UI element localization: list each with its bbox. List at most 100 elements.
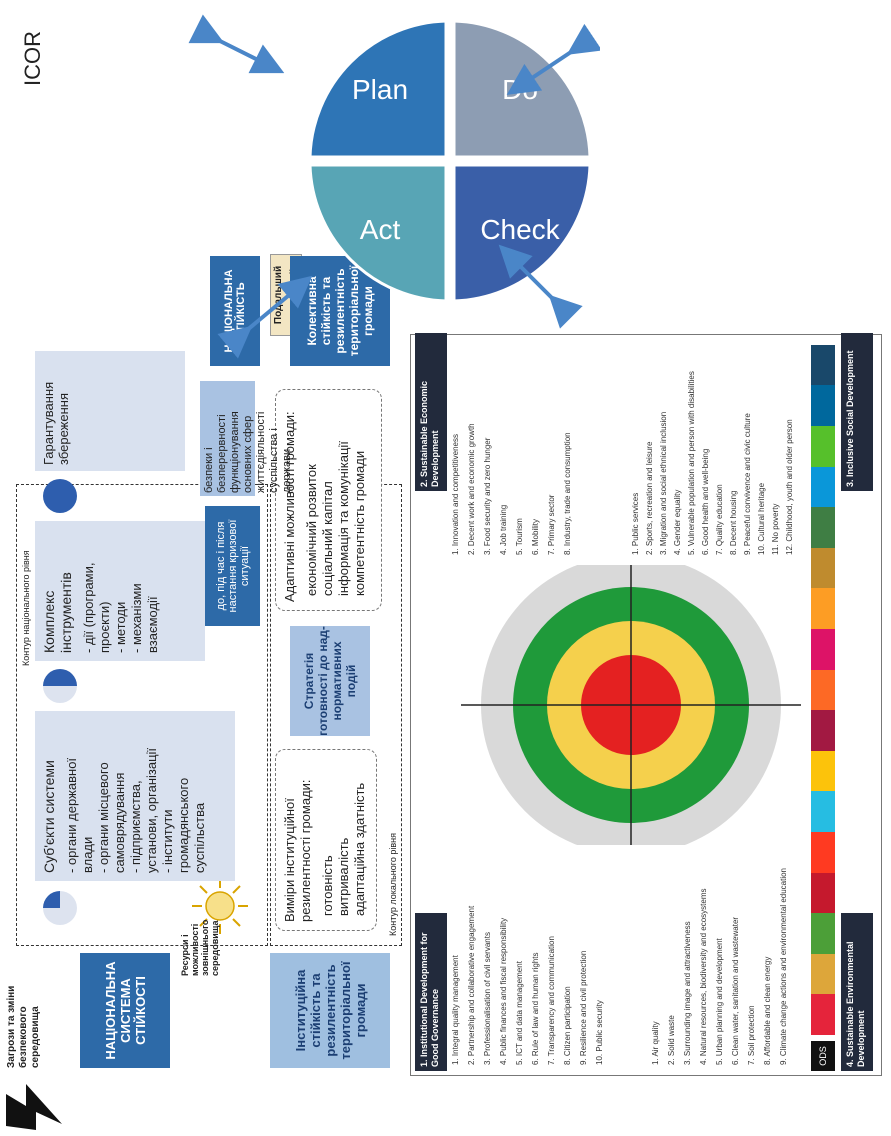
sdg-goal-tile bbox=[811, 344, 835, 386]
adaptive-item: компетентність громади bbox=[352, 450, 367, 596]
ring-label: 2. Solid waste bbox=[667, 1015, 676, 1065]
ring-label: 3. Surrounding image and attractiveness bbox=[683, 921, 692, 1065]
ring-label: 10. Cultural heritage bbox=[757, 482, 766, 555]
category-economic: 2. Sustainable Economic Development bbox=[415, 333, 447, 491]
ring-label: 2. Decent work and economic growth bbox=[467, 423, 476, 555]
sdg-goal-tile bbox=[811, 588, 835, 630]
quarter-circle-icon bbox=[43, 891, 77, 925]
sdg-goal-tile bbox=[811, 791, 835, 833]
sdg-goal-tile bbox=[811, 466, 835, 508]
sdg-goal-tile bbox=[811, 547, 835, 589]
ring-label: 6. Clean water, sanitation and wastewate… bbox=[731, 916, 740, 1065]
category-governance: 1. Institutional Development for Good Go… bbox=[415, 913, 447, 1071]
ring-label: 1. Air quality bbox=[651, 1021, 660, 1065]
ods-label: ODS bbox=[811, 1041, 835, 1071]
ring-label: 4. Job training bbox=[499, 504, 508, 555]
plan-label: Plan bbox=[352, 74, 408, 105]
ring-label: 7. Quality education bbox=[715, 484, 724, 555]
instruments-box: Комплекс інструментів - дії (програми, п… bbox=[35, 521, 205, 661]
ring-label: 4. Gender equality bbox=[673, 489, 682, 555]
ring-label: 6. Good health and well-being bbox=[701, 448, 710, 555]
local-contour-label: Контур локального рівня bbox=[388, 833, 398, 936]
subject-item: - підприємства, установи, організації bbox=[128, 747, 159, 873]
measures-box: Виміри інституційної резилентності грома… bbox=[275, 749, 377, 931]
adaptive-item: соціальний капітал bbox=[320, 481, 335, 596]
guarantee-box: Гарантування збереження bbox=[35, 351, 185, 471]
ring-label: 2. Sports, recreation and leisure bbox=[645, 441, 654, 555]
ring-label: 8. Affordable and clean energy bbox=[763, 956, 772, 1065]
ring-label: 5. Urban planning and development bbox=[715, 938, 724, 1065]
ring-label: 11. No poverty bbox=[771, 503, 780, 555]
measures-title: Виміри інституційної резилентності грома… bbox=[282, 779, 313, 922]
instrument-item: - дії (програми, проєкти) bbox=[81, 562, 112, 653]
sdg-goal-tile bbox=[811, 385, 835, 427]
half-circle-icon bbox=[43, 669, 77, 703]
icor-title: ICOR bbox=[20, 31, 45, 86]
sdg-wheel-panel: 1. Institutional Development for Good Go… bbox=[410, 333, 882, 1076]
act-quadrant bbox=[308, 163, 448, 303]
sdg-goal-tile bbox=[811, 669, 835, 711]
act-label: Act bbox=[360, 214, 401, 245]
subjects-list: - органи державної влади - органи місцев… bbox=[64, 711, 208, 881]
ring-label: 3. Food security and zero hunger bbox=[483, 437, 492, 555]
ring-label: 8. Citizen participation bbox=[563, 986, 572, 1065]
sdg-goal-tile bbox=[811, 994, 835, 1035]
ring-label: 9. Resilience and civil protection bbox=[579, 950, 588, 1065]
sdg-goal-tile bbox=[811, 872, 835, 914]
sdg-rings bbox=[461, 565, 801, 845]
subjects-box: Суб'єкти системи - органи державної влад… bbox=[35, 711, 235, 881]
ring-label: 4. Public finances and fiscal responsibi… bbox=[499, 917, 508, 1065]
subject-item: - органи місцевого самоврядування bbox=[96, 762, 127, 873]
ring-label: 1. Public services bbox=[631, 492, 640, 555]
lightning-icon bbox=[6, 1084, 62, 1130]
ring-label: 6. Rule of law and human rights bbox=[531, 952, 540, 1065]
measure-item: витривалість bbox=[336, 837, 351, 916]
institutional-resilience-box: Інституційна стійкість та резилентність … bbox=[270, 953, 390, 1068]
measure-item: готовність bbox=[320, 855, 335, 916]
strategy-box: Стратегія готовності до над-нормативних … bbox=[290, 626, 370, 736]
ring-label: 5. Vulnerable population and person with… bbox=[687, 371, 696, 555]
ring-label: 1. Integral quality management bbox=[451, 955, 460, 1065]
instrument-item: - методи bbox=[113, 601, 128, 653]
ring-label: 12. Childhood, youth and older person bbox=[785, 419, 794, 555]
instrument-item: - механізми взаємодії bbox=[129, 583, 160, 653]
instruments-title: Комплекс інструментів bbox=[41, 572, 74, 653]
sdg-goal-tile bbox=[811, 913, 835, 954]
pdca-arrows bbox=[188, 14, 600, 359]
check-label: Check bbox=[480, 214, 560, 245]
ring-label: 4. Natural resources, biodiversity and e… bbox=[699, 888, 708, 1065]
ring-label: 9. Peaceful convivence and civic culture bbox=[743, 413, 752, 555]
sdg-goal-tile bbox=[811, 710, 835, 751]
adaptive-item: економічний розвиток bbox=[304, 464, 319, 596]
crisis-label: до, під час і після настання кризової си… bbox=[205, 506, 260, 626]
national-contour-label: Контур національного рівня bbox=[21, 550, 31, 666]
sdg-goal-tile bbox=[811, 832, 835, 873]
pdca-cycle: Act Plan Do Check bbox=[308, 19, 592, 303]
subject-item: - інститути громадянського суспільства bbox=[160, 777, 207, 873]
measures-list: готовність витривалість адаптаційна здат… bbox=[320, 750, 368, 930]
ring-label: 7. Transparency and communication bbox=[547, 936, 556, 1065]
ring-label: 3. Professionalisation of civil servants bbox=[483, 932, 492, 1065]
ring-label: 8. Industry, trade and consumption bbox=[563, 432, 572, 555]
category-environment: 4. Sustainable Environmental Development bbox=[841, 913, 873, 1071]
category-social: 3. Inclusive Social Development bbox=[841, 333, 873, 491]
ring-label: 2. Partnership and collaborative engagem… bbox=[467, 905, 476, 1065]
ring-label: 5. Tourism bbox=[515, 518, 524, 555]
plan-quadrant bbox=[308, 19, 448, 159]
ring-label: 9. Climate change actions and environmen… bbox=[779, 867, 788, 1065]
guarantee-title: Гарантування збереження bbox=[41, 381, 71, 465]
ring-label: 8. Decent housing bbox=[729, 490, 738, 556]
adaptive-list: економічний розвиток соціальний капітал … bbox=[304, 390, 368, 610]
adaptive-box: Адаптивні можливості громади: економічни… bbox=[275, 389, 382, 611]
ring-label: 3. Migration and social ethnical inclusi… bbox=[659, 411, 668, 555]
sdg-goal-tile bbox=[811, 629, 835, 670]
ring-label: 5. ICT and data management bbox=[515, 961, 524, 1065]
ring-label: 10. Public security bbox=[595, 1000, 604, 1065]
ring-label: 1. Innovation and competitiveness bbox=[451, 434, 460, 555]
sdg-goal-tile bbox=[811, 507, 835, 548]
adaptive-item: інформація та комунікації bbox=[336, 441, 351, 596]
ring-label: 6. Mobility bbox=[531, 518, 540, 555]
adaptive-title: Адаптивні можливості громади: bbox=[282, 411, 297, 602]
ring-label: 7. Primary sector bbox=[547, 494, 556, 555]
